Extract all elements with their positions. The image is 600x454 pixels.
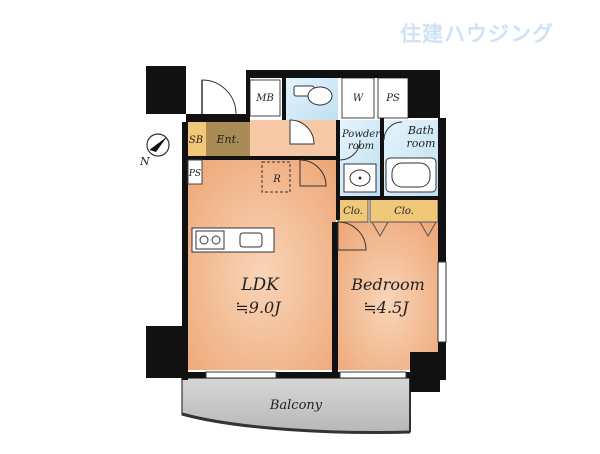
powder-room-label-1: Powder (341, 129, 381, 140)
kitchen-counter (191, 227, 275, 253)
bath-room-label-2: room (407, 137, 436, 150)
sb-label: SB (189, 135, 203, 146)
ent-label: Ent. (215, 133, 239, 146)
refrigerator-label: R (272, 174, 281, 185)
ps-top-label: PS (385, 93, 400, 104)
bedroom-name: Bedroom (350, 275, 425, 294)
refrigerator-space (261, 161, 291, 193)
bedroom-floor (338, 222, 438, 370)
closet-2-label: Clo. (394, 206, 414, 217)
brand-logo: 住建ハウジング (400, 22, 554, 46)
toilet-fixture (293, 85, 333, 106)
ps-shaft-left (187, 159, 203, 185)
washbasin-fixture (343, 163, 377, 193)
ldk-size: ≒9.0J (235, 298, 282, 317)
closet-1-label: Clo. (343, 206, 363, 217)
mb-label: MB (255, 93, 274, 104)
balcony-label: Balcony (269, 398, 323, 413)
entrance-door (201, 79, 237, 115)
compass-north-label: N (139, 155, 150, 168)
w-label: W (353, 93, 364, 104)
ldk-name: LDK (240, 275, 280, 295)
walls (146, 66, 446, 392)
bathtub-fixture (385, 157, 437, 193)
powder-room-label-2: room (348, 141, 374, 152)
compass-icon: N (139, 133, 170, 168)
bedroom-size: ≒4.5J (363, 298, 410, 317)
ldk-floor (188, 158, 336, 370)
mb-cabinet (249, 79, 281, 117)
sb-cabinet (186, 122, 206, 156)
bath-room-label-1: Bath (407, 124, 434, 137)
ps-left-label: PS (188, 169, 201, 179)
closet-2 (369, 197, 439, 223)
windows (205, 261, 447, 379)
ps-shaft-top (377, 77, 409, 119)
entrance-floor (206, 122, 250, 156)
